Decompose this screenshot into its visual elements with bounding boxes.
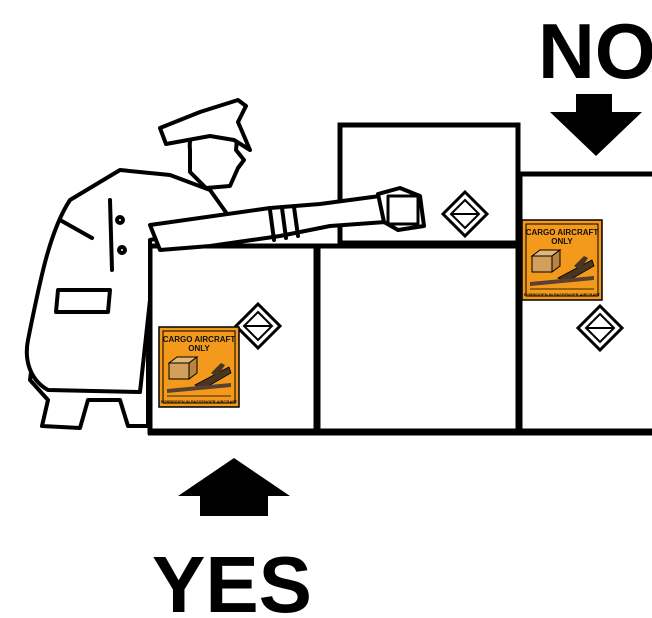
- cargo-aircraft-only-label-no: CARGO AIRCRAFT ONLY FORBIDDEN IN PASSENG…: [522, 220, 602, 300]
- cargo-aircraft-only-label-yes: CARGO AIRCRAFT ONLY FORBIDDEN IN PASSENG…: [159, 327, 239, 407]
- cao-footer: FORBIDDEN IN PASSENGER AIRCRAFT: [161, 399, 238, 404]
- box-right-no: [520, 174, 652, 432]
- cao-title-2: ONLY: [188, 344, 210, 353]
- cao-title-1: CARGO AIRCRAFT: [163, 335, 236, 344]
- arrow-down-icon: [550, 94, 642, 156]
- cao-title-2: ONLY: [551, 237, 573, 246]
- yes-label: YES: [152, 540, 312, 618]
- no-label: NO: [538, 7, 652, 95]
- arrow-up-icon: [178, 458, 290, 516]
- box-bottom-center: [318, 246, 518, 432]
- cao-footer: FORBIDDEN IN PASSENGER AIRCRAFT: [524, 292, 601, 297]
- cao-title-1: CARGO AIRCRAFT: [526, 228, 599, 237]
